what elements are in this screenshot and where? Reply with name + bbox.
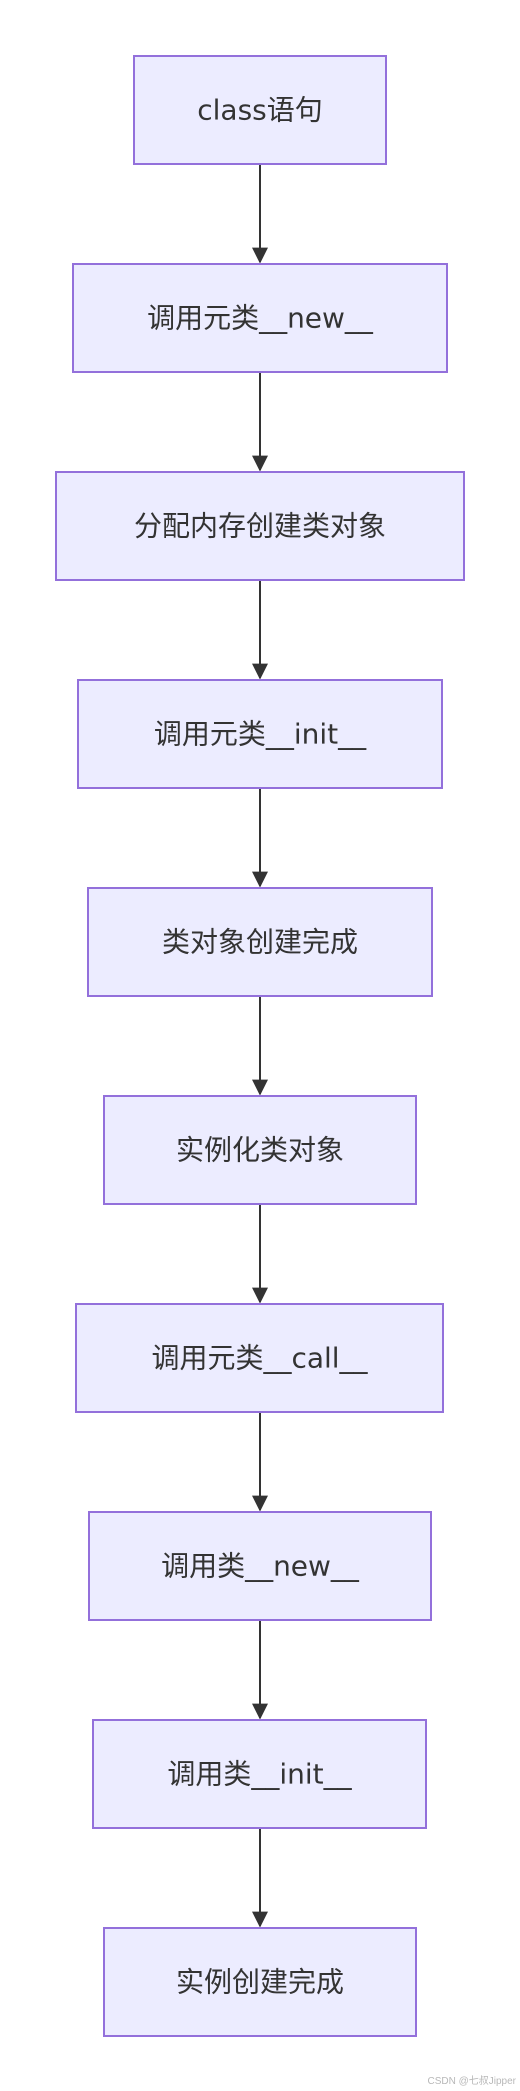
node-box xyxy=(103,1095,417,1205)
flow-node: 调用元类__new__ xyxy=(72,263,448,373)
flow-node: 实例创建完成 xyxy=(103,1927,417,2037)
flow-node: class语句 xyxy=(133,55,387,165)
node-box xyxy=(55,471,465,581)
node-box xyxy=(88,1511,432,1621)
flow-node: 实例化类对象 xyxy=(103,1095,417,1205)
node-box xyxy=(87,887,433,997)
flow-node: 调用元类__init__ xyxy=(77,679,443,789)
node-label: 类对象创建完成 xyxy=(162,926,358,959)
watermark: CSDN @七叔Jipper xyxy=(427,2076,516,2087)
flow-node: 调用类__init__ xyxy=(92,1719,427,1829)
node-box xyxy=(92,1719,427,1829)
node-label: 分配内存创建类对象 xyxy=(134,510,386,543)
node-box xyxy=(133,55,387,165)
flow-node: 类对象创建完成 xyxy=(87,887,433,997)
node-box xyxy=(75,1303,444,1413)
node-box xyxy=(72,263,448,373)
node-label: 实例化类对象 xyxy=(176,1134,344,1167)
node-label: 调用元类__call__ xyxy=(151,1342,368,1375)
node-label: 调用元类__new__ xyxy=(147,302,374,335)
flow-node: 分配内存创建类对象 xyxy=(55,471,465,581)
flow-node: 调用类__new__ xyxy=(88,1511,432,1621)
node-label: 调用类__init__ xyxy=(167,1758,352,1791)
node-box xyxy=(103,1927,417,2037)
flow-node: 调用元类__call__ xyxy=(75,1303,444,1413)
node-box xyxy=(77,679,443,789)
node-label: 调用元类__init__ xyxy=(154,718,367,751)
node-label: 调用类__new__ xyxy=(161,1550,360,1583)
node-label: 实例创建完成 xyxy=(176,1966,344,1999)
node-label: class语句 xyxy=(197,94,323,127)
